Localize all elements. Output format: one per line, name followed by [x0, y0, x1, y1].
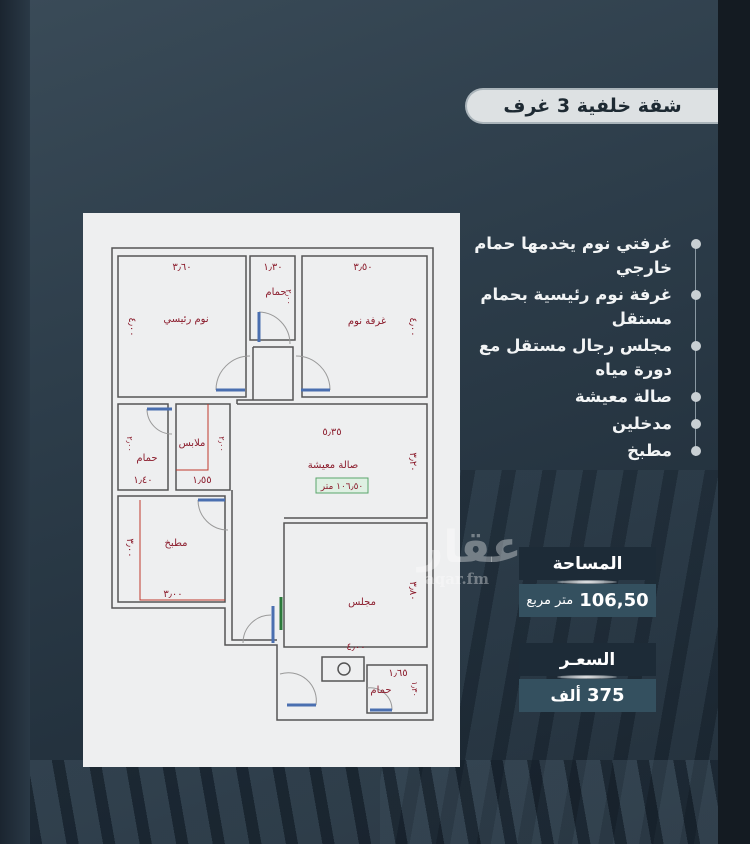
wall-entry — [231, 490, 277, 641]
bullet-icon — [691, 419, 701, 429]
area-value: 106,50 — [579, 590, 649, 611]
area-label: المساحة — [519, 547, 656, 580]
area-value-box: 106,50 متر مربع — [519, 584, 656, 617]
room-label-closet: ملابس — [179, 438, 206, 449]
door-swing — [197, 499, 229, 531]
dim-living-width: ٥٫٣٥ — [322, 427, 341, 438]
price-unit: ألف — [550, 686, 581, 705]
feature-item: مدخلين — [470, 412, 701, 436]
floor-plan-drawing: نوم رئيسي حمام غرفة نوم حمام ملابس صالة … — [111, 247, 434, 721]
feature-item: غرفتي نوم يخدمها حمام خارجي — [470, 232, 701, 280]
dim-bath-left-width: ١٫٤٠ — [133, 475, 152, 486]
feature-item: مطبخ — [470, 439, 701, 463]
dim-bath-bottom-width: ١٫٦٥ — [388, 668, 407, 679]
dim-kitchen-height: ٣٫٠٠ — [124, 538, 135, 557]
features-list: غرفتي نوم يخدمها حمام خارجي غرفة نوم رئي… — [470, 232, 701, 466]
dim-bath-top-height: ٢٫٠٠ — [284, 289, 293, 305]
floor-plan: نوم رئيسي حمام غرفة نوم حمام ملابس صالة … — [83, 213, 460, 767]
bullet-icon — [691, 446, 701, 456]
dim-bedroom-height: ٤٫٠٠ — [407, 317, 418, 336]
divider-glow — [557, 580, 617, 584]
outer-wall — [111, 247, 434, 721]
dim-kitchen-width: ٣٫٠٠ — [163, 589, 182, 600]
bullet-icon — [691, 392, 701, 402]
divider-glow — [557, 675, 617, 679]
bullet-icon — [691, 239, 701, 249]
wall-bath-bottom — [366, 664, 428, 714]
wall-washbasin — [321, 656, 365, 682]
price-value-box: 375 ألف — [519, 679, 656, 712]
dim-master-width: ٣٫٦٠ — [172, 262, 191, 273]
feature-item: غرفة نوم رئيسية بحمام مستقل — [470, 283, 701, 331]
right-dark-band — [718, 0, 750, 844]
building-background-bottom — [30, 760, 718, 844]
dim-bedroom-width: ٣٫٥٠ — [353, 262, 372, 273]
feature-item: صالة معيشة — [470, 385, 701, 409]
living-area-tag: ١٠٦٫٥٠ متر — [320, 482, 363, 492]
room-label-bath-bottom: حمام — [370, 685, 391, 696]
background-edge — [0, 0, 30, 844]
dim-master-height: ٤٫٠٠ — [126, 317, 137, 336]
wall-bath-left — [117, 403, 169, 491]
wall-living — [237, 403, 428, 519]
dim-living-height: ٣٫٢٠ — [407, 452, 418, 471]
dim-closet-width: ١٫٥٥ — [192, 475, 211, 486]
area-tag-box — [315, 477, 369, 494]
listing-title: شقة خلفية 3 غرف — [465, 88, 718, 124]
wall-bath-top — [249, 255, 296, 341]
dim-bath-left-height: ٢٫٠٠ — [125, 436, 134, 452]
dim-bath-bottom-height: ١٫٣٠ — [410, 681, 419, 697]
door-swing — [215, 355, 251, 391]
room-label-bath-left: حمام — [136, 453, 157, 464]
door-swing — [279, 672, 317, 706]
wall-corridor — [236, 346, 294, 404]
wall-kitchen — [117, 495, 226, 603]
watermark-site: aqar.fm — [425, 570, 489, 588]
room-label-bath-top: حمام — [265, 287, 286, 298]
bullet-icon — [691, 290, 701, 300]
dim-closet-height: ٢٫٠٠ — [217, 436, 226, 452]
watermark-logo: عقار — [418, 522, 522, 573]
room-label-kitchen: مطبخ — [164, 538, 187, 549]
door-swing — [295, 355, 331, 391]
washbasin-icon — [337, 662, 351, 676]
wall-majlis — [283, 522, 428, 648]
dim-majlis-height: ٣٫٨٠ — [407, 581, 418, 600]
area-unit: متر مربع — [526, 593, 574, 608]
dim-bath-top-width: ١٫٣٠ — [263, 262, 282, 273]
room-label-bedroom: غرفة نوم — [348, 316, 386, 327]
door-swing — [366, 687, 393, 711]
bullet-icon — [691, 341, 701, 351]
room-label-master-bedroom: نوم رئيسي — [163, 314, 208, 325]
door-swing — [258, 311, 291, 345]
feature-item: مجلس رجال مستقل مع دورة مياه — [470, 334, 701, 382]
wall-master-bedroom — [117, 255, 247, 398]
wall-bedroom — [301, 255, 428, 398]
door-swing — [146, 408, 173, 435]
price-label: السعـر — [519, 643, 656, 676]
room-label-majlis: مجلس — [348, 597, 376, 608]
door-swing — [242, 614, 272, 644]
room-label-living: صالة معيشة — [308, 460, 359, 471]
wall-closet — [175, 403, 231, 491]
dim-majlis-width: ٤٫٠٠ — [346, 642, 365, 653]
price-value: 375 — [586, 685, 625, 706]
